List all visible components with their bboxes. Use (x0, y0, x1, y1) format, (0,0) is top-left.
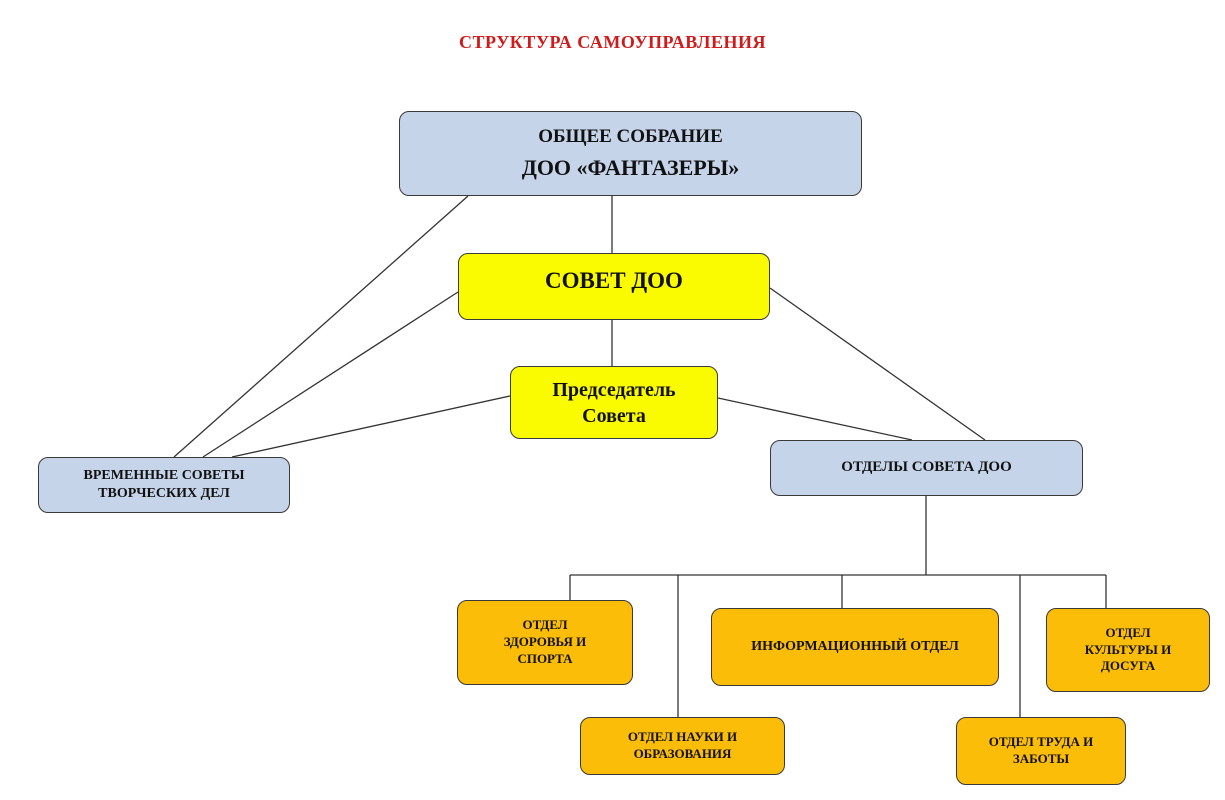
node-temp-councils-line2: ТВОРЧЕСКИХ ДЕЛ (98, 486, 230, 501)
edge-chairman-departments (717, 397, 913, 441)
node-dept-health-line2: ЗДОРОВЬЯ И (503, 634, 587, 650)
edge-council-temp (202, 291, 459, 458)
node-dept-science-line2: ОБРАЗОВАНИЯ (633, 746, 732, 761)
node-temp-councils: ВРЕМЕННЫЕ СОВЕТЫ ТВОРЧЕСКИХ ДЕЛ (38, 457, 290, 513)
node-dept-labor-line2: ЗАБОТЫ (1012, 751, 1070, 766)
node-general-meeting-line2: ДОО «ФАНТАЗЕРЫ» (521, 154, 740, 180)
node-dept-science: ОТДЕЛ НАУКИ И ОБРАЗОВАНИЯ (580, 717, 785, 775)
node-departments-line1: ОТДЕЛЫ СОВЕТА ДОО (841, 459, 1012, 476)
edge-council-departments (769, 287, 986, 441)
node-chairman-line2: Совета (582, 404, 646, 427)
edge-chairman-temp (231, 395, 511, 458)
node-dept-info-line1: ИНФОРМАЦИОННЫЙ ОТДЕЛ (751, 638, 959, 654)
node-dept-health: ОТДЕЛ ЗДОРОВЬЯ И СПОРТА (457, 600, 633, 685)
node-dept-labor: ОТДЕЛ ТРУДА И ЗАБОТЫ (956, 717, 1126, 785)
node-temp-councils-line1: ВРЕМЕННЫЕ СОВЕТЫ (83, 467, 245, 483)
node-chairman-line1: Председатель (552, 378, 676, 401)
node-dept-health-line3: СПОРТА (517, 650, 573, 666)
node-dept-culture-line2: КУЛЬТУРЫ И (1084, 641, 1172, 657)
node-general-meeting-line1: ОБЩЕЕ СОБРАНИЕ (538, 125, 723, 147)
node-departments: ОТДЕЛЫ СОВЕТА ДОО (770, 440, 1083, 496)
node-dept-culture: ОТДЕЛ КУЛЬТУРЫ И ДОСУГА (1046, 608, 1210, 692)
node-council: СОВЕТ ДОО (458, 253, 770, 320)
node-general-meeting: ОБЩЕЕ СОБРАНИЕ ДОО «ФАНТАЗЕРЫ» (399, 111, 862, 196)
node-dept-science-line1: ОТДЕЛ НАУКИ И (627, 729, 738, 745)
node-council-line1: СОВЕТ ДОО (545, 268, 683, 293)
node-dept-health-line1: ОТДЕЛ (522, 617, 568, 633)
node-dept-culture-line3: ДОСУГА (1100, 658, 1156, 674)
node-dept-labor-line1: ОТДЕЛ ТРУДА И (988, 734, 1094, 750)
diagram-title: СТРУКТУРА САМОУПРАВЛЕНИЯ (459, 32, 766, 52)
edge-meeting-temp (173, 195, 469, 458)
node-dept-culture-line1: ОТДЕЛ (1105, 624, 1151, 640)
node-dept-info: ИНФОРМАЦИОННЫЙ ОТДЕЛ (711, 608, 999, 686)
node-chairman: Председатель Совета (510, 366, 718, 439)
